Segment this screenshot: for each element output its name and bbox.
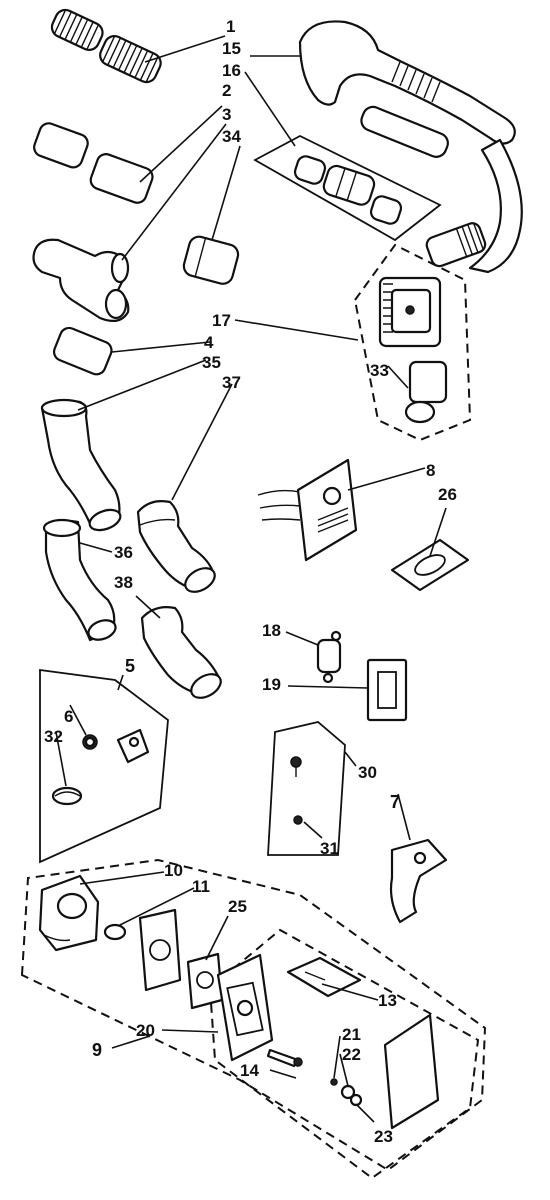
callout-9: 9 (92, 1040, 102, 1060)
part-5-parts-panel (39, 668, 169, 864)
callout-32: 32 (44, 727, 63, 746)
callout-33: 33 (370, 361, 389, 380)
callout-3: 3 (222, 105, 231, 124)
callout-7: 7 (390, 792, 400, 812)
part-14-screw (266, 1048, 303, 1068)
callout-14: 14 (240, 1061, 259, 1080)
part-37-elbow (136, 500, 216, 593)
callout-4: 4 (204, 333, 214, 352)
part-2-tubes (33, 122, 154, 204)
callout-labels: 1 15 16 2 3 34 17 4 35 37 33 8 26 36 38 … (44, 17, 457, 1146)
leader-lines (55, 35, 447, 1123)
callout-21: 21 (342, 1025, 361, 1044)
callout-6: 6 (64, 707, 73, 726)
part-13-plate (286, 956, 362, 998)
part-26-gasket (390, 538, 470, 592)
part-10-housing (38, 874, 100, 952)
callout-36: 36 (114, 543, 133, 562)
part-4-tube (52, 326, 113, 376)
callout-35: 35 (202, 353, 221, 372)
part-17-vent-hood (353, 243, 472, 442)
part-3-y-connector (32, 238, 130, 323)
part-11-ring (103, 923, 127, 941)
part-7-outlet-elbow (389, 838, 448, 924)
callout-5: 5 (125, 656, 135, 676)
callout-31: 31 (320, 839, 339, 858)
callout-8: 8 (426, 461, 435, 480)
part-19-plate (366, 658, 408, 722)
callout-38: 38 (114, 573, 133, 592)
callout-16: 16 (222, 61, 241, 80)
callout-26: 26 (438, 485, 457, 504)
part-30-screw-panel (267, 721, 346, 856)
callout-23: 23 (374, 1127, 393, 1146)
callout-20: 20 (136, 1021, 155, 1040)
part-9-assembly-outline (20, 858, 487, 1180)
callout-34: 34 (222, 127, 241, 146)
callout-1: 1 (226, 17, 235, 36)
part-34-coupler (182, 235, 240, 285)
callout-13: 13 (378, 991, 397, 1010)
callout-37: 37 (222, 373, 241, 392)
part-38-elbow (140, 606, 222, 699)
callout-30: 30 (358, 763, 377, 782)
part-35-elbow (40, 398, 122, 532)
part-20-frame (216, 953, 274, 1062)
part-36-elbow (42, 518, 117, 642)
callout-17: 17 (212, 311, 231, 330)
part-8-wall-vent (257, 458, 358, 562)
part-16-coupler-set (253, 134, 442, 242)
part-23-door (330, 1013, 440, 1130)
callout-15: 15 (222, 39, 241, 58)
callout-18: 18 (262, 621, 281, 640)
callout-25: 25 (228, 897, 247, 916)
callout-11: 11 (192, 877, 210, 896)
part-18-clip (316, 630, 342, 684)
part-33-damper (404, 360, 448, 424)
callout-2: 2 (222, 81, 231, 100)
part-15-flex-hose (298, 20, 523, 274)
callout-22: 22 (342, 1045, 361, 1064)
part-1-springs (50, 8, 162, 84)
callout-19: 19 (262, 675, 281, 694)
callout-10: 10 (164, 861, 183, 880)
part-25-gasket (138, 908, 224, 1010)
